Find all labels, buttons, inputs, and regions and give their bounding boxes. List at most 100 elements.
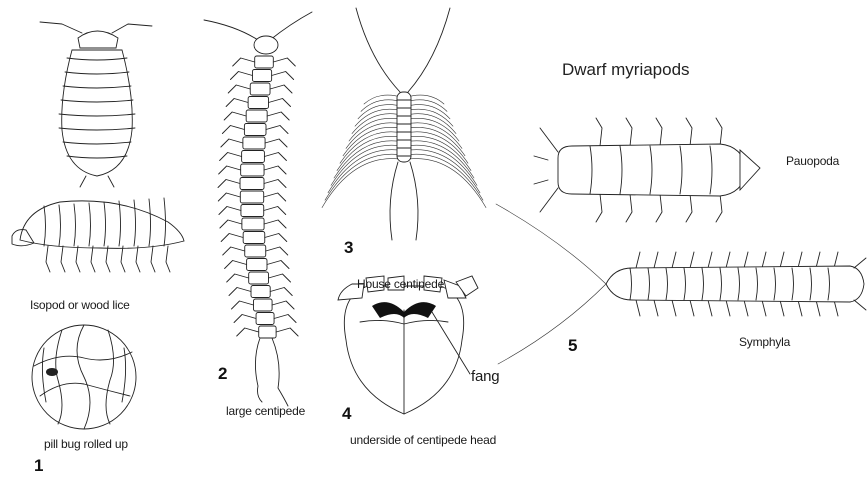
centipede-leg <box>225 261 247 269</box>
centipede-leg <box>228 85 250 93</box>
centipede-leg <box>264 220 286 228</box>
centipede-leg <box>221 234 243 242</box>
centipede-leg <box>265 139 287 147</box>
centipede-leg <box>222 126 244 134</box>
centipede-leg <box>237 328 259 336</box>
centipede-segment <box>247 259 267 271</box>
centipede-segment <box>242 218 264 230</box>
house-centipede-leg <box>404 127 465 155</box>
centipede-leg <box>266 247 288 255</box>
centipede-segment <box>242 151 265 163</box>
label-symphyla: Symphyla <box>739 335 790 349</box>
centipede-leg <box>230 72 252 80</box>
centipede-leg <box>265 234 287 242</box>
centipede-leg <box>218 193 240 201</box>
centipede-leg <box>227 274 249 282</box>
centipede-leg <box>223 247 245 255</box>
house-centipede-leg <box>404 141 474 178</box>
centipede-leg <box>273 58 295 66</box>
pill-bug-rolled-icon <box>32 325 136 429</box>
pauropod-leg <box>686 118 692 146</box>
isopod-leg <box>151 246 155 272</box>
pauropod-leg <box>596 118 602 146</box>
symphylan-leg <box>690 300 694 316</box>
label-fang: fang <box>471 368 499 385</box>
centipede-leg <box>231 301 253 309</box>
symphylan-leg <box>780 252 784 268</box>
centipede-leg <box>234 315 256 323</box>
label-isopod: Isopod or wood lice <box>30 298 130 312</box>
centipede-leg <box>270 85 292 93</box>
house-centipede-icon <box>322 8 486 240</box>
symphylan-leg <box>834 300 838 316</box>
centipede-leg <box>274 315 296 323</box>
symphylan-leg <box>726 252 730 268</box>
centipede-head-underside-icon <box>338 276 478 414</box>
symphylan-leg <box>636 300 640 316</box>
centipede-segment <box>244 124 266 136</box>
centipede-leg <box>229 288 251 296</box>
pauropod-leg <box>716 118 722 146</box>
centipede-segment <box>252 70 271 82</box>
centipede-segment <box>241 205 264 217</box>
symphylan-leg <box>654 252 658 268</box>
symphylan-leg <box>798 252 802 268</box>
centipede-segment <box>259 326 276 338</box>
isopod-leg <box>91 246 95 272</box>
centipede-leg <box>269 99 291 107</box>
pauropod-leg <box>716 194 722 222</box>
symphylan-leg <box>690 252 694 268</box>
centipede-leg <box>219 166 241 174</box>
centipede-leg <box>276 328 298 336</box>
label-large-centipede: large centipede <box>226 404 305 418</box>
symphylan-leg <box>762 252 766 268</box>
symphylan-leg <box>672 252 676 268</box>
centipede-leg <box>268 274 290 282</box>
pauropod-icon <box>534 118 760 222</box>
pauropod-leg <box>626 118 632 146</box>
centipede-leg <box>264 180 286 188</box>
isopod-leg <box>46 246 50 272</box>
figure-number-5: 5 <box>568 336 577 356</box>
figure-number-1: 1 <box>34 456 43 476</box>
centipede-leg <box>218 180 240 188</box>
centipede-leg <box>220 153 242 161</box>
centipede-leg <box>233 58 255 66</box>
centipede-segment <box>243 232 265 244</box>
symphylan-leg <box>816 300 820 316</box>
centipede-segment <box>241 164 264 176</box>
centipede-segment <box>253 299 272 311</box>
isopod-leg <box>136 246 140 272</box>
label-centipede-head: underside of centipede head <box>350 433 496 447</box>
isopod-leg <box>106 246 110 272</box>
centipede-segment <box>240 191 263 203</box>
symphylan-leg <box>672 300 676 316</box>
centipede-leg <box>219 207 241 215</box>
isopod-top-view-icon <box>40 22 152 187</box>
symphylan-leg <box>762 300 766 316</box>
pauropod-leg <box>686 194 692 222</box>
centipede-segment <box>249 272 269 284</box>
isopod-side-view-icon <box>12 198 184 272</box>
symphylan-icon <box>496 204 866 364</box>
centipede-leg <box>224 112 246 120</box>
centipede-leg <box>272 301 294 309</box>
large-centipede-icon <box>204 12 312 406</box>
centipede-segment <box>251 286 270 298</box>
pauropod-leg <box>656 194 662 222</box>
pauropod-leg <box>596 194 602 222</box>
centipede-leg <box>264 153 286 161</box>
label-pauropoda: Pauopoda <box>786 154 839 168</box>
centipede-leg <box>220 220 242 228</box>
centipede-head <box>254 36 278 54</box>
symphylan-leg <box>654 300 658 316</box>
symphylan-leg <box>726 300 730 316</box>
symphylan-leg <box>816 252 820 268</box>
figure-number-2: 2 <box>218 364 227 384</box>
label-house-centipede: House centipede <box>357 277 444 291</box>
centipede-leg <box>264 207 286 215</box>
label-pill-bug: pill bug rolled up <box>44 437 128 451</box>
centipede-segment <box>246 110 267 122</box>
symphylan-leg <box>780 300 784 316</box>
